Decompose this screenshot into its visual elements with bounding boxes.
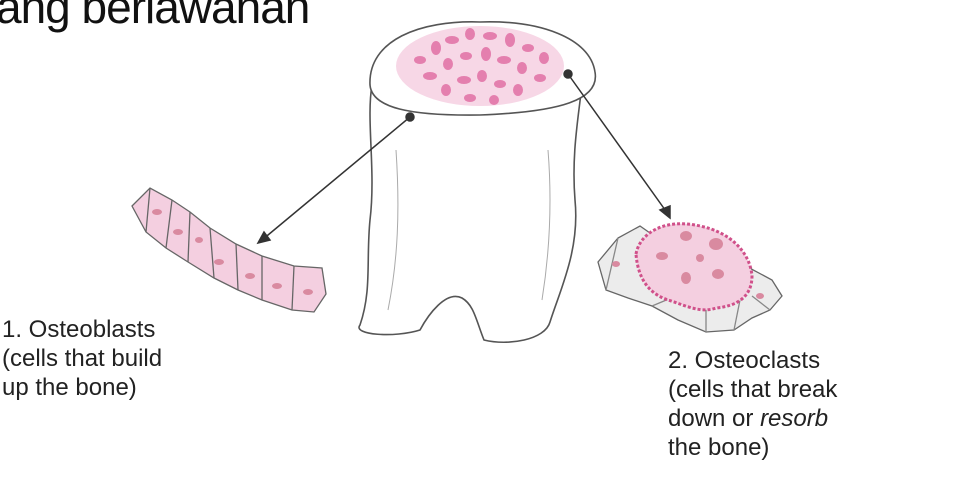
bone-cross-section bbox=[370, 22, 595, 115]
osteoclasts-desc-line2: down or resorb bbox=[668, 404, 837, 433]
osteoclasts-title: 2. Osteoclasts bbox=[668, 346, 837, 375]
osteoclasts-desc-line2a: down or bbox=[668, 405, 760, 432]
osteoclast-cell bbox=[598, 224, 782, 332]
osteoclast-arrowhead bbox=[660, 206, 670, 218]
bone-shaft bbox=[359, 82, 582, 342]
osteoblasts-desc-line2: up the bone) bbox=[2, 373, 162, 402]
osteoclasts-desc-line1: (cells that break bbox=[668, 375, 837, 404]
osteoclasts-resorb-word: resorb bbox=[760, 405, 828, 432]
osteoclasts-desc-line3: the bone) bbox=[668, 433, 837, 462]
osteoblast-arrowhead bbox=[258, 232, 270, 243]
osteoclast-arrow bbox=[568, 74, 668, 214]
osteoblasts-desc-line1: (cells that build bbox=[2, 344, 162, 373]
osteoclasts-label: 2. Osteoclasts (cells that break down or… bbox=[668, 346, 837, 462]
osteoblasts-title: 1. Osteoblasts bbox=[2, 315, 162, 344]
osteoblast-cells bbox=[132, 188, 326, 312]
osteoblasts-label: 1. Osteoblasts (cells that build up the … bbox=[2, 315, 162, 402]
